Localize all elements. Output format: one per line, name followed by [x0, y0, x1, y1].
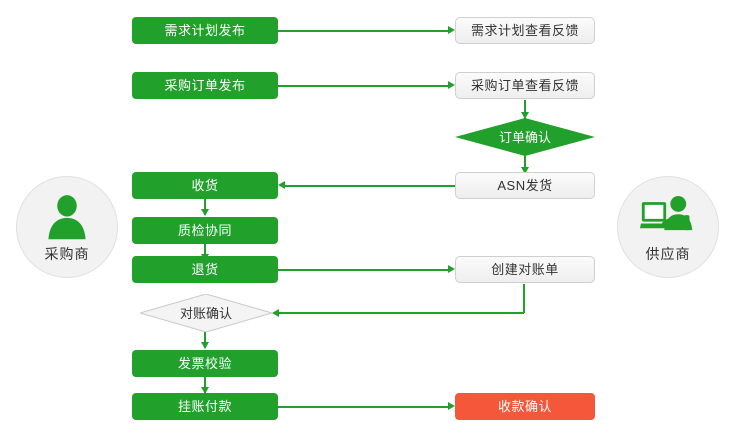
arrowhead-payment-to-receipt [448, 401, 455, 410]
arrowhead-asn-to-receive [278, 180, 285, 189]
node-payable-payment[interactable]: 挂账付款 [132, 393, 278, 420]
node-return-goods[interactable]: 退货 [132, 256, 278, 283]
node-label: 退货 [191, 262, 219, 277]
node-statement-confirm[interactable]: 对账确认 [140, 294, 272, 332]
edge-confirm-to-asn [524, 155, 526, 174]
node-label: 发票校验 [177, 356, 232, 371]
node-label: 收款确认 [497, 399, 552, 414]
edge-payment-to-receipt [278, 406, 448, 408]
node-label: 订单确认 [498, 129, 551, 145]
arrowhead-confirm-to-asn [520, 167, 529, 174]
edge-statement-drop [523, 284, 525, 313]
node-order-confirm[interactable]: 订单确认 [455, 118, 595, 156]
edge-demand-plan [278, 30, 448, 32]
node-label: 需求计划查看反馈 [470, 23, 579, 38]
arrowhead-confirm-to-invoice [200, 342, 209, 349]
node-receive-goods[interactable]: 收货 [132, 172, 278, 199]
node-demand-plan-feedback[interactable]: 需求计划查看反馈 [455, 17, 595, 44]
edge-statement-to-confirm [279, 312, 524, 314]
node-label: ASN发货 [497, 178, 553, 193]
diamond-shape-icon [455, 118, 595, 156]
node-label: 质检协同 [177, 223, 232, 238]
role-buyer[interactable]: 采购商 [16, 176, 118, 278]
person-icon [39, 190, 95, 240]
node-label: 创建对账单 [491, 262, 559, 277]
person-at-computer-icon [640, 190, 696, 240]
edge-receive-to-qc [204, 199, 206, 215]
arrowhead-return-to-statement [448, 264, 455, 273]
edge-confirm-to-invoice [204, 332, 206, 348]
arrowhead-po-to-confirm [520, 112, 529, 119]
node-quality-collab[interactable]: 质检协同 [132, 217, 278, 244]
role-label: 采购商 [44, 246, 90, 262]
node-create-statement[interactable]: 创建对账单 [455, 256, 595, 283]
node-demand-plan-publish[interactable]: 需求计划发布 [132, 17, 278, 44]
node-label: 采购订单查看反馈 [470, 78, 579, 93]
node-asn-shipment[interactable]: ASN发货 [455, 172, 595, 199]
node-label: 收货 [191, 178, 219, 193]
role-supplier[interactable]: 供应商 [617, 176, 719, 278]
edge-asn-to-receive [285, 185, 455, 187]
node-label: 需求计划发布 [164, 23, 246, 38]
arrowhead-po [448, 80, 455, 89]
node-po-feedback[interactable]: 采购订单查看反馈 [455, 72, 595, 99]
node-receipt-confirm[interactable]: 收款确认 [455, 393, 595, 420]
arrowhead-demand-plan [448, 25, 455, 34]
node-label: 采购订单发布 [164, 78, 246, 93]
diamond-shape-icon [140, 294, 272, 332]
node-invoice-check[interactable]: 发票校验 [132, 350, 278, 377]
edge-qc-to-return [204, 244, 206, 260]
edge-po [278, 85, 448, 87]
arrowhead-receive-to-qc [200, 209, 209, 216]
edge-po-to-confirm [524, 100, 526, 119]
arrowhead-invoice-to-payment [200, 387, 209, 394]
node-label: 挂账付款 [177, 399, 232, 414]
edge-invoice-to-payment [204, 377, 206, 393]
arrowhead-statement-to-confirm [272, 308, 279, 317]
node-label: 对账确认 [179, 305, 232, 321]
node-po-publish[interactable]: 采购订单发布 [132, 72, 278, 99]
role-label: 供应商 [645, 246, 691, 262]
edge-return-to-statement [278, 269, 448, 271]
